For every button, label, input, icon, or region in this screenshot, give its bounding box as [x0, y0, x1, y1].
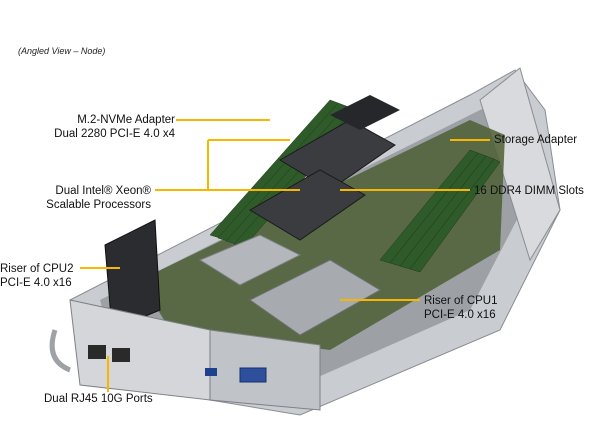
view-caption: (Angled View – Node) [18, 46, 106, 56]
pull-handle [49, 329, 72, 373]
side-rail [479, 67, 561, 262]
callout-riser-cpu2-line2: PCI-E 4.0 x16 [0, 277, 72, 289]
callout-rj45-ports: Dual RJ45 10G Ports [44, 392, 153, 406]
cpu-heatsinks [249, 95, 400, 241]
callout-dimm-line1: 16 DDR4 DIMM Slots [474, 185, 584, 197]
callout-riser-cpu1-line1: Riser of CPU1 [424, 295, 498, 307]
callout-rj45-line1: Dual RJ45 10G Ports [44, 393, 153, 405]
leader-cpus-bracket [207, 140, 300, 191]
usb-port [205, 368, 217, 376]
callout-riser-cpu1: Riser of CPU1 PCI-E 4.0 x16 [424, 294, 498, 322]
chipset-heatsink [198, 234, 302, 286]
callout-m2-line2: Dual 2280 PCI-E 4.0 x4 [54, 128, 175, 140]
callout-m2-nvme-adapter: M.2-NVMe Adapter Dual 2280 PCI-E 4.0 x4 [54, 113, 175, 141]
riser-cpu2 [104, 219, 161, 331]
rj45-port [88, 345, 106, 359]
callout-cpus-line1: Dual Intel® Xeon® [55, 185, 151, 197]
callout-cpus-line2: Scalable Processors [46, 199, 151, 211]
callout-processors: Dual Intel® Xeon® Scalable Processors [46, 184, 151, 212]
rj45-port [112, 348, 130, 362]
callout-storage-adapter: Storage Adapter [494, 133, 577, 147]
callout-storage-line1: Storage Adapter [494, 134, 578, 146]
callout-riser-cpu2-line1: Riser of CPU2 [0, 263, 74, 275]
vga-port [239, 367, 267, 383]
callout-dimm-slots: 16 DDR4 DIMM Slots [474, 184, 584, 198]
callout-riser-cpu2: Riser of CPU2 PCI-E 4.0 x16 [0, 262, 74, 290]
motherboard [140, 120, 505, 350]
callout-leaders [80, 119, 490, 392]
riser-cpu1 [249, 259, 381, 336]
callout-riser-cpu1-line2: PCI-E 4.0 x16 [424, 309, 496, 321]
callout-m2-line1: M.2-NVMe Adapter [77, 114, 175, 126]
